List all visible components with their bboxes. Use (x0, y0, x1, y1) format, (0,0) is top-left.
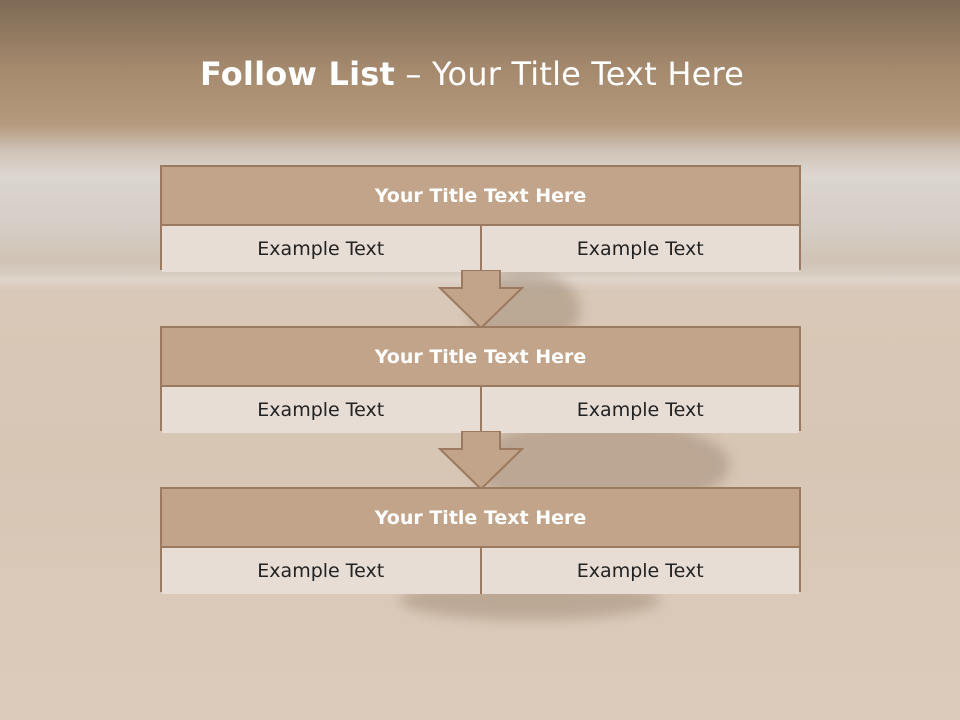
step-block-2: Your Title Text Here Example Text Exampl… (160, 326, 801, 433)
step-row-2: Example Text Example Text (162, 387, 799, 433)
step-title-2: Your Title Text Here (162, 328, 799, 387)
step-2-left-text: Example Text (257, 399, 385, 421)
step-block-3: Your Title Text Here Example Text Exampl… (160, 487, 801, 594)
step-3-left-text: Example Text (257, 560, 385, 582)
step-title-1: Your Title Text Here (162, 167, 799, 226)
step-1-left-text: Example Text (257, 238, 385, 260)
title-bold: Follow List (199, 55, 396, 93)
step-row-1: Example Text Example Text (162, 226, 799, 272)
step-2-right-text: Example Text (479, 387, 800, 433)
step-3-right-text: Example Text (479, 548, 800, 594)
step-1-right-text: Example Text (479, 226, 800, 272)
step-row-3: Example Text Example Text (162, 548, 799, 594)
down-arrow-2 (438, 431, 524, 491)
down-arrow-1 (438, 270, 524, 330)
title-rest: – Your Title Text Here (395, 55, 745, 93)
step-block-1: Your Title Text Here Example Text Exampl… (160, 165, 801, 272)
step-title-3: Your Title Text Here (162, 489, 799, 548)
slide-title: Follow List – Your Title Text Here (0, 55, 944, 93)
